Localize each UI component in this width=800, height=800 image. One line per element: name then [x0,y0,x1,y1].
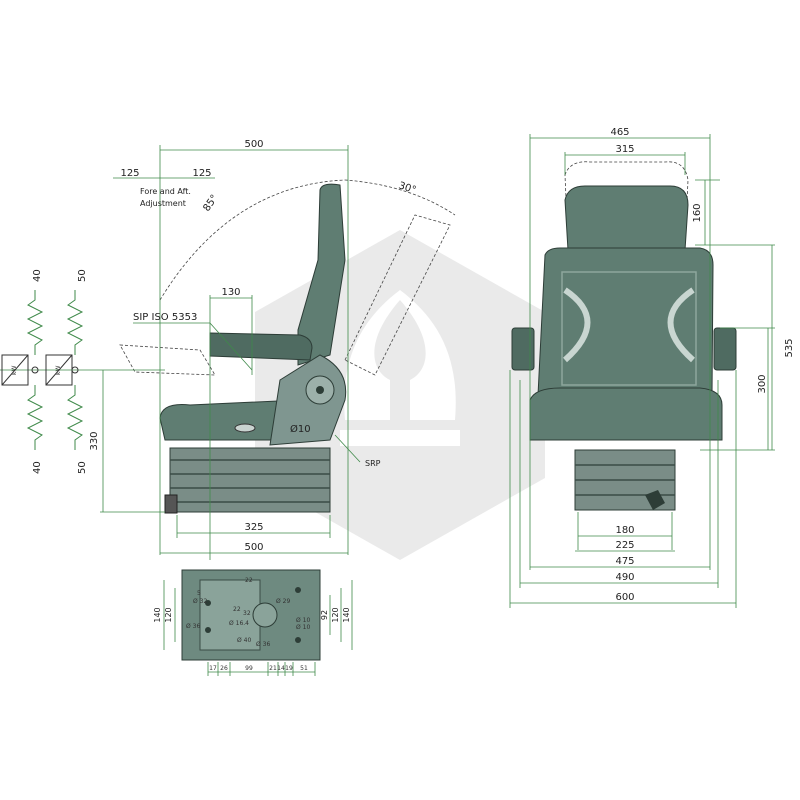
spring-box-left [1,354,29,386]
spring-box-right-label: kW [55,366,62,375]
side-view: 500 125 125 Fore and Aft. Adjustment 85°… [89,139,456,560]
spring-indicators: kW kW 40 40 50 50 [0,269,100,474]
front-backrest [537,247,714,396]
spring-box-right [45,354,73,386]
plate-b19: 19 [285,665,293,672]
plate-left-120: 120 [164,607,173,622]
front-seat-cushion [529,387,723,441]
sip-label: SIP ISO 5353 [133,312,197,323]
plate-b26: 26 [220,665,228,672]
dim-base-inner: 325 [244,522,263,533]
base-plate-view: 22 5 Ø 32 Ø 36 22 32 Ø 29 Ø 16.4 Ø 10 Ø … [153,569,353,676]
dim-b180: 180 [615,525,634,536]
forward-armrest-outline [119,344,216,376]
hole-32b: 32 [243,610,251,617]
dim-fore-right: 125 [192,168,211,179]
back-angle-label: 30° [397,180,417,196]
spring-box-left-label: kW [11,366,18,375]
side-armrest [209,332,313,361]
hole-16: Ø 16.4 [229,620,249,627]
plate-b21: 21 [269,665,277,672]
dim-b490: 490 [615,572,634,583]
side-suspension [164,447,331,514]
dim-headrest: 315 [615,144,634,155]
recline-angle-label: 85° [201,193,220,214]
dim-b600: 600 [615,592,634,603]
front-headrest [564,185,689,251]
reclined-backrest-outline [344,214,451,376]
hole-36b: Ø 36 [256,641,270,648]
hole-10a: Ø 10 [296,617,310,624]
front-armrest-left [511,327,535,371]
dim-back-height: 535 [784,338,795,357]
fore-aft-label-2: Adjustment [140,199,186,208]
hole-10b: Ø 10 [296,624,310,631]
hole-22a: 22 [245,577,253,584]
spring-right-bottom: 50 [77,461,88,474]
dim-b475: 475 [615,556,634,567]
front-armrest-right [713,327,737,371]
plate-b99: 99 [245,665,253,672]
dim-base-outer: 500 [244,542,263,553]
plate-right-92: 92 [320,610,329,620]
seat-lever[interactable] [234,423,256,433]
spring-left-top: 40 [32,269,43,282]
plate-right-120: 120 [331,607,340,622]
dim-height: 330 [89,431,100,450]
dim-armrest: 130 [221,287,240,298]
raised-headrest-outline [564,161,689,246]
spring-right-top: 50 [77,269,88,282]
dim-arm-height: 300 [757,374,768,393]
dim-fore-left: 125 [120,168,139,179]
plate-right-140: 140 [342,607,351,622]
recline-arc [159,179,456,301]
hole-5: 5 [197,590,201,597]
dim-headrest-height: 160 [692,203,703,222]
front-adjust-knob[interactable] [645,490,665,510]
hole-36: Ø 36 [186,623,200,630]
dim-top-width: 500 [244,139,263,150]
hole-29: Ø 29 [276,598,290,605]
dim-overall-top: 465 [610,127,629,138]
hole-32: Ø 32 [193,598,207,605]
plate-b17: 17 [209,665,217,672]
srp-label: SRP [365,459,381,468]
spring-left-bottom: 40 [32,461,43,474]
front-suspension [574,449,676,511]
dim-b225: 225 [615,540,634,551]
hole-22b: 22 [233,606,241,613]
fore-aft-label-1: Fore and Aft. [140,187,191,196]
plate-left-140: 140 [153,607,162,622]
diameter-label: Ø10 [290,423,311,435]
plate-b14: 14 [277,665,285,672]
front-view: 465 315 160 535 300 180 225 475 490 600 [509,127,795,608]
plate-b51: 51 [300,665,308,672]
hole-40: Ø 40 [237,637,251,644]
